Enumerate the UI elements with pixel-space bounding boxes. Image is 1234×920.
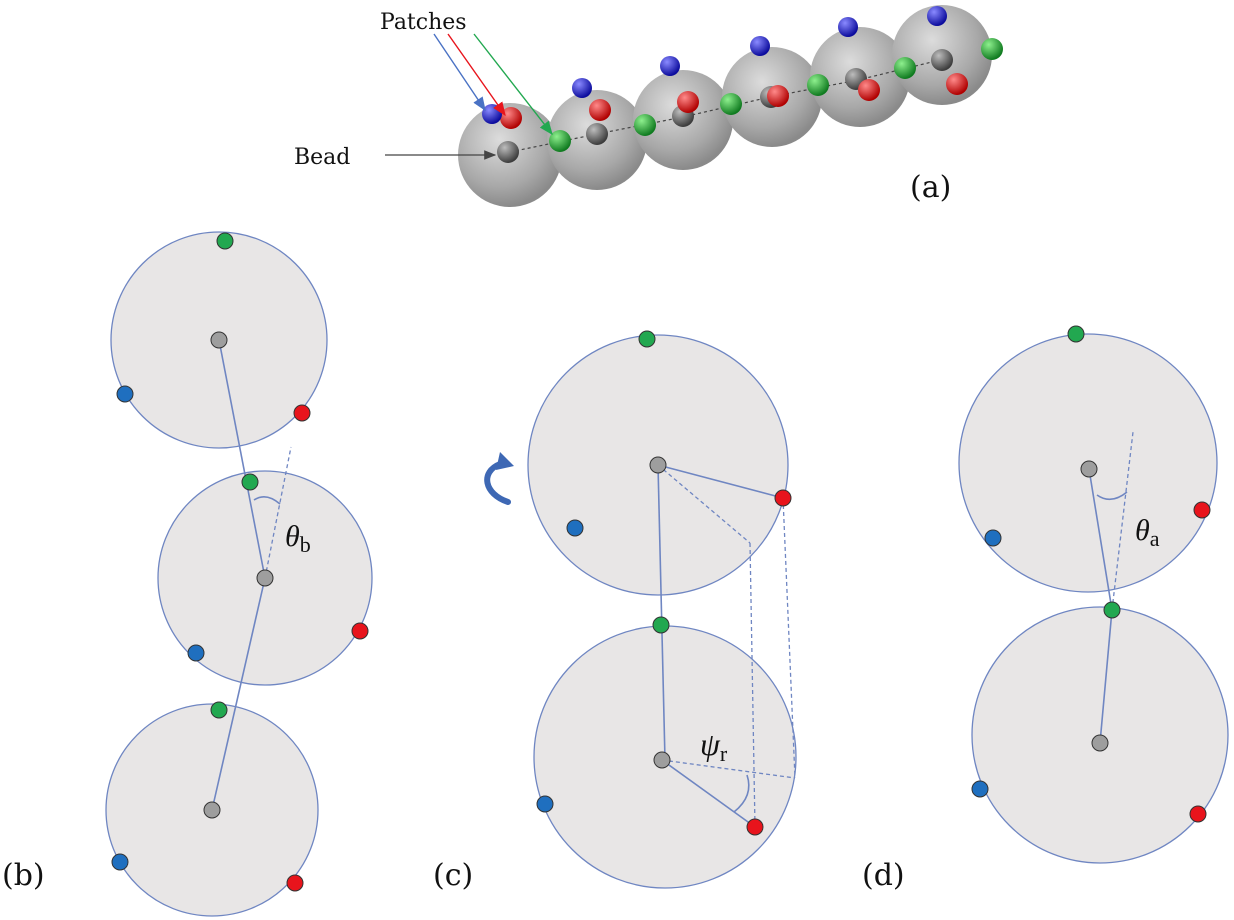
- panel-d-label: (d): [862, 858, 905, 893]
- panel-c-diagram: ψr (c): [433, 330, 797, 893]
- theta-b-sub: b: [300, 532, 311, 557]
- patch-pointer-arrows: [433, 33, 553, 136]
- angle-arc-theta-a: [1096, 491, 1128, 501]
- panel-a-rendering: Patches Bead (a): [294, 5, 1003, 207]
- rotation-arrow-icon: [484, 461, 511, 505]
- bond-c-center: [657, 464, 666, 761]
- backbone-dashed-line: [509, 59, 941, 153]
- panel-b-label: (b): [2, 858, 45, 893]
- bond-d-upper: [1088, 468, 1113, 611]
- bond-b-lower: [211, 577, 266, 811]
- panel-c-label: (c): [433, 858, 473, 893]
- reference-line-b: [264, 446, 292, 579]
- psi-r-symbol: ψr: [700, 726, 728, 766]
- panel-d-diagram: θa (d): [862, 325, 1229, 893]
- patches-c: [536, 330, 792, 836]
- bond-d-lower: [1099, 609, 1113, 744]
- patches-label: Patches: [380, 10, 467, 35]
- theta-a-sub: a: [1150, 526, 1160, 551]
- rotation-arrow-head: [496, 452, 514, 470]
- patches-d: [971, 325, 1211, 823]
- red-patches-3d: [500, 73, 968, 129]
- theta-b-symbol: θb: [285, 520, 311, 557]
- beads-3d: [497, 49, 953, 163]
- patches-b: [111, 232, 369, 892]
- theta-a-symbol: θa: [1135, 514, 1160, 551]
- angle-arc-theta-b: [253, 496, 281, 505]
- projection-dashes-c: [657, 464, 796, 828]
- reference-line-d: [1111, 431, 1134, 611]
- psi-r-sub: r: [720, 741, 728, 766]
- green-patches-3d: [549, 38, 1003, 152]
- beads-c: [649, 456, 671, 769]
- theta-b-base: θ: [285, 520, 300, 553]
- bead-label: Bead: [294, 145, 350, 170]
- panel-a-label: (a): [910, 170, 951, 205]
- beads-b: [203, 331, 274, 819]
- bond-c-bottom-red: [661, 759, 756, 828]
- theta-a-base: θ: [1135, 514, 1150, 547]
- psi-r-base: ψ: [700, 726, 721, 762]
- angle-arc-psi-r: [733, 774, 750, 813]
- beads-d: [1080, 460, 1109, 752]
- bond-b-upper: [218, 339, 266, 579]
- panel-b-diagram: θb (b): [2, 231, 373, 917]
- bond-c-top-red: [657, 464, 784, 499]
